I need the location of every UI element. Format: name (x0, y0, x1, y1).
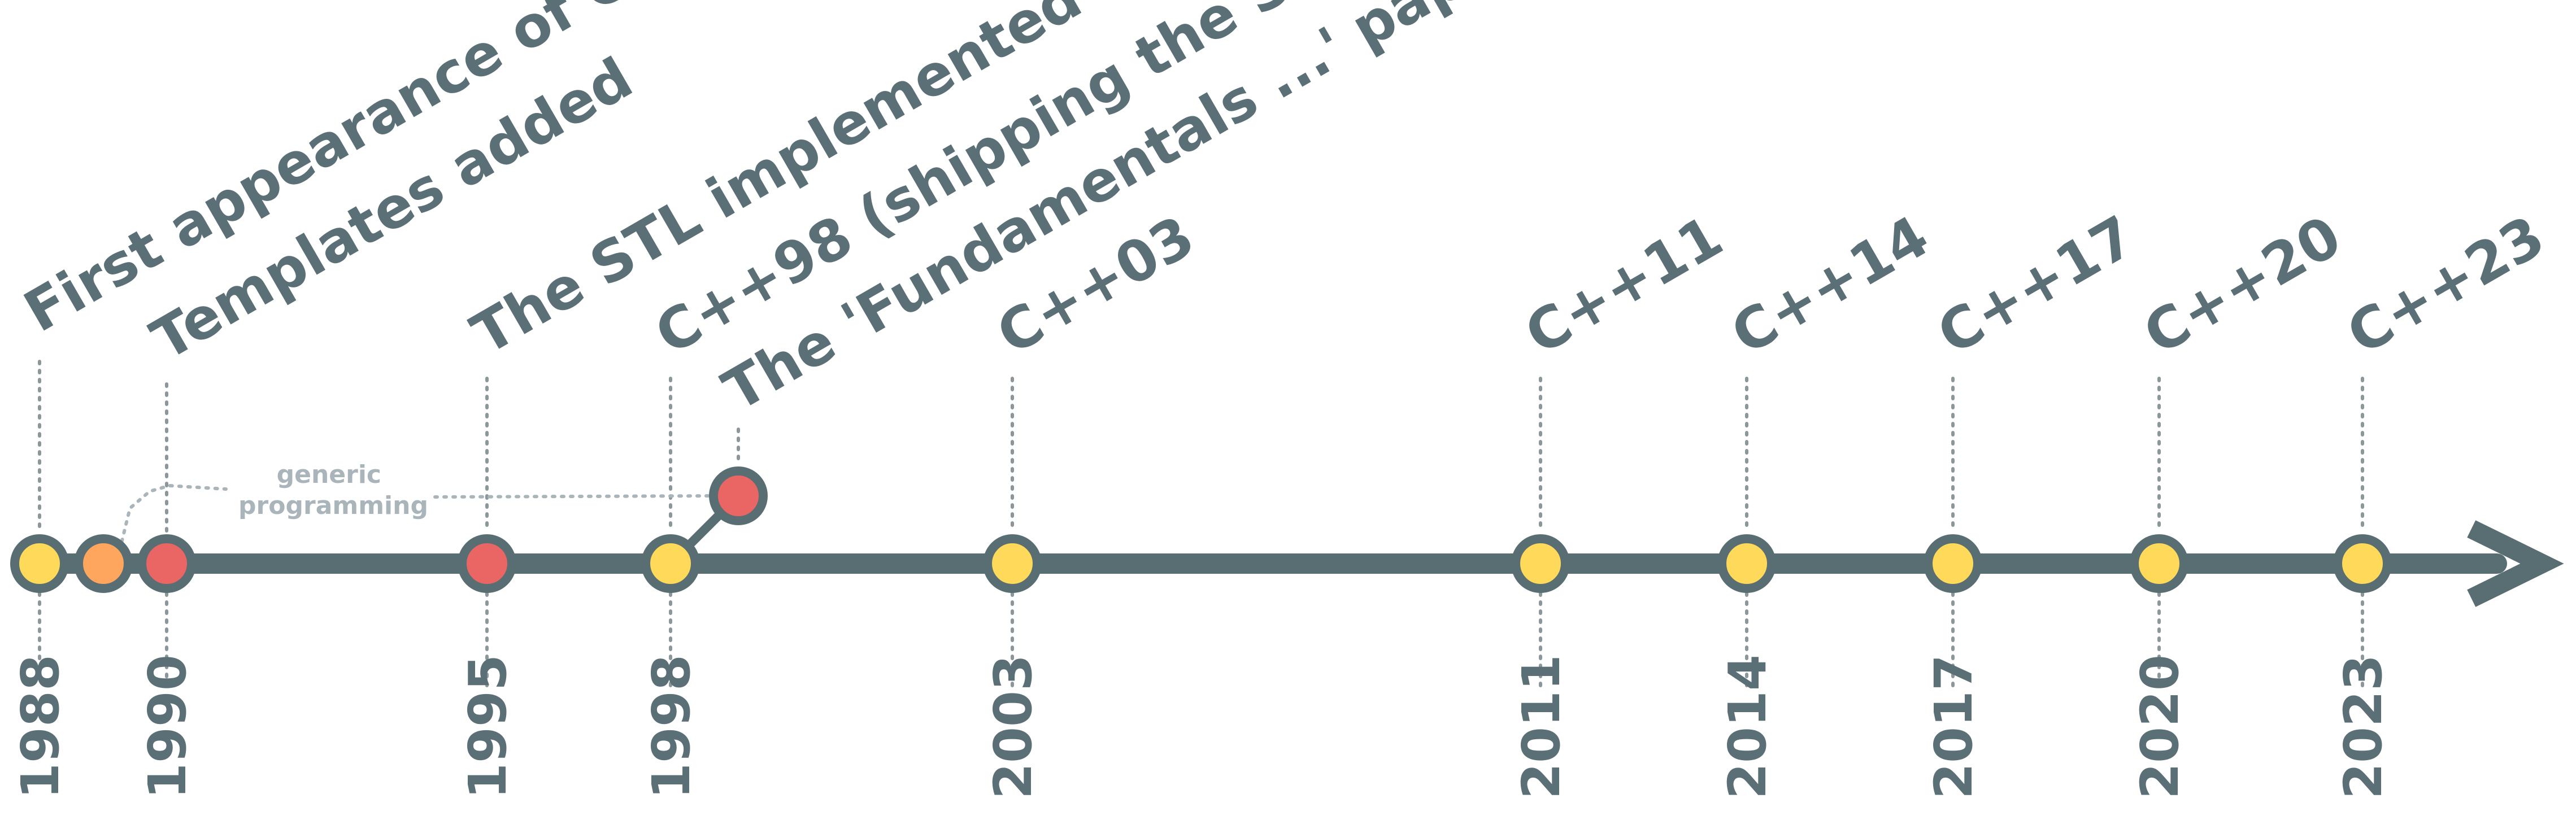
event-dot-1989 (74, 534, 133, 593)
event-label-cpp20: C++20 (2133, 203, 2352, 367)
event-dot-2003-cpp03 (983, 534, 1042, 593)
event-dot-1988 (10, 534, 69, 593)
year-label-2011: 2011 (1511, 655, 1572, 799)
year-label-2003: 2003 (983, 655, 1043, 799)
event-dot-2014-cpp14 (1717, 534, 1776, 593)
event-dot-1998-cpp98 (641, 534, 700, 593)
event-dot-2011-cpp11 (1511, 534, 1570, 593)
event-dot-2017-cpp17 (1924, 534, 1982, 593)
event-label-cpp14: C++14 (1721, 203, 1940, 367)
event-dot-fundamentals (709, 466, 768, 525)
event-dot-2023-cpp23 (2333, 534, 2392, 593)
arrow-head-icon (2467, 520, 2564, 607)
generic-programming-label: generic programming (238, 460, 428, 520)
event-dot-1995-stl (458, 534, 516, 593)
year-label-1988: 1988 (10, 655, 71, 799)
event-dots (10, 466, 2392, 593)
guide-lines (38, 360, 2364, 691)
event-label-cpp17: C++17 (1927, 203, 2146, 367)
generic-programming-line-1: generic (277, 460, 381, 489)
generic-programming-bracket: generic programming (116, 460, 716, 561)
year-label-1998: 1998 (641, 655, 702, 799)
event-dot-2020-cpp20 (2130, 534, 2188, 593)
year-label-2017: 2017 (1924, 655, 1984, 799)
generic-programming-line-2: programming (238, 491, 428, 520)
year-label-1995: 1995 (458, 655, 518, 799)
year-labels: 1988 1990 1995 1998 2003 2011 2014 2017 … (10, 655, 2394, 799)
event-labels: First appearance of C++ Templates added … (14, 0, 2556, 424)
event-label-cpp23: C++23 (2336, 203, 2556, 367)
year-label-2020: 2020 (2130, 655, 2190, 799)
event-dot-1990-templates (137, 534, 196, 593)
year-label-2023: 2023 (2333, 655, 2394, 799)
year-label-1990: 1990 (137, 655, 198, 799)
event-label-cpp11: C++11 (1515, 203, 1734, 367)
year-label-2014: 2014 (1717, 655, 1778, 799)
